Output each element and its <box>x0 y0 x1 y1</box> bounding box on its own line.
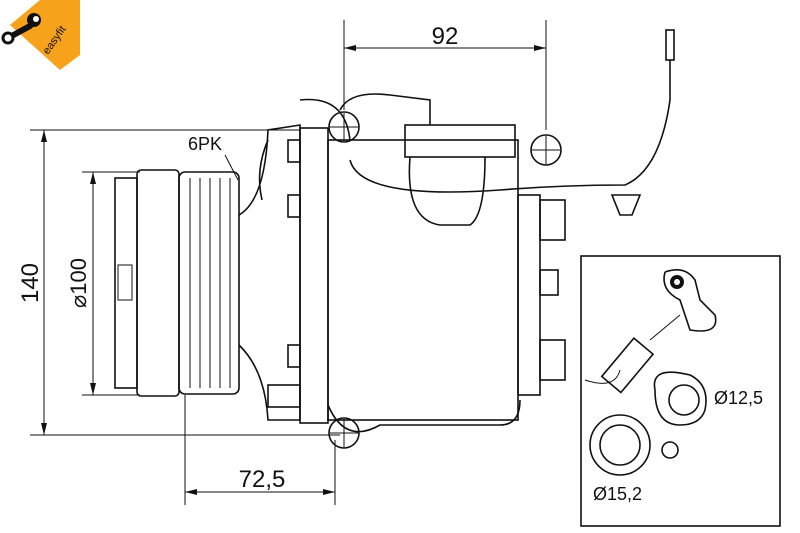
dim-72-5: 72,5 <box>239 466 286 493</box>
dim-100: ⌀100 <box>66 258 91 308</box>
port-large-label: Ø15,2 <box>593 484 642 504</box>
detail-inset: Ø12,5 Ø15,2 <box>580 255 781 527</box>
port-small-label: Ø12,5 <box>714 388 763 408</box>
belt-label: 6PK <box>188 134 222 154</box>
easyfit-logo: easyfit <box>1 0 80 70</box>
dim-140: 140 <box>17 263 44 303</box>
pulley <box>114 124 301 421</box>
compressor-body <box>258 29 675 449</box>
dim-92: 92 <box>432 23 459 50</box>
